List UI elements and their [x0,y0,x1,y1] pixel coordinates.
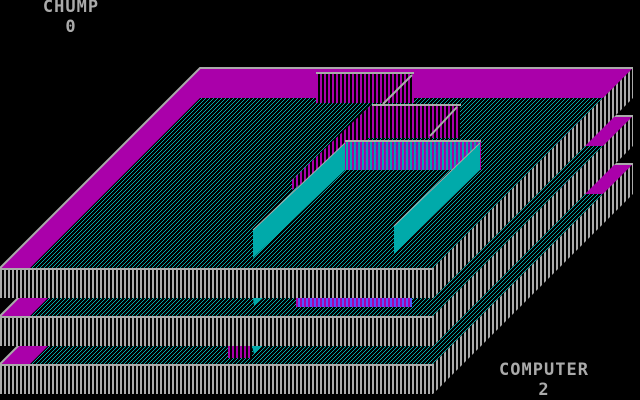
computer-score-panel: COMPUTER 2 [476,360,612,400]
player-score: 0 [65,17,77,37]
ball-shadow-block [292,104,461,190]
computer-score: 2 [538,380,550,400]
wall-piece-level-2 [253,298,263,306]
computer-paddle [316,72,414,105]
wall-piece-level-3 [252,346,262,354]
player-name: CHUMP [42,0,100,17]
player-score-panel: CHUMP 0 [28,0,114,37]
computer-name: COMPUTER [499,360,589,380]
player-paddle [252,140,481,258]
paddle-piece-level-3 [228,346,252,358]
paddle-piece-level-2 [296,298,412,307]
